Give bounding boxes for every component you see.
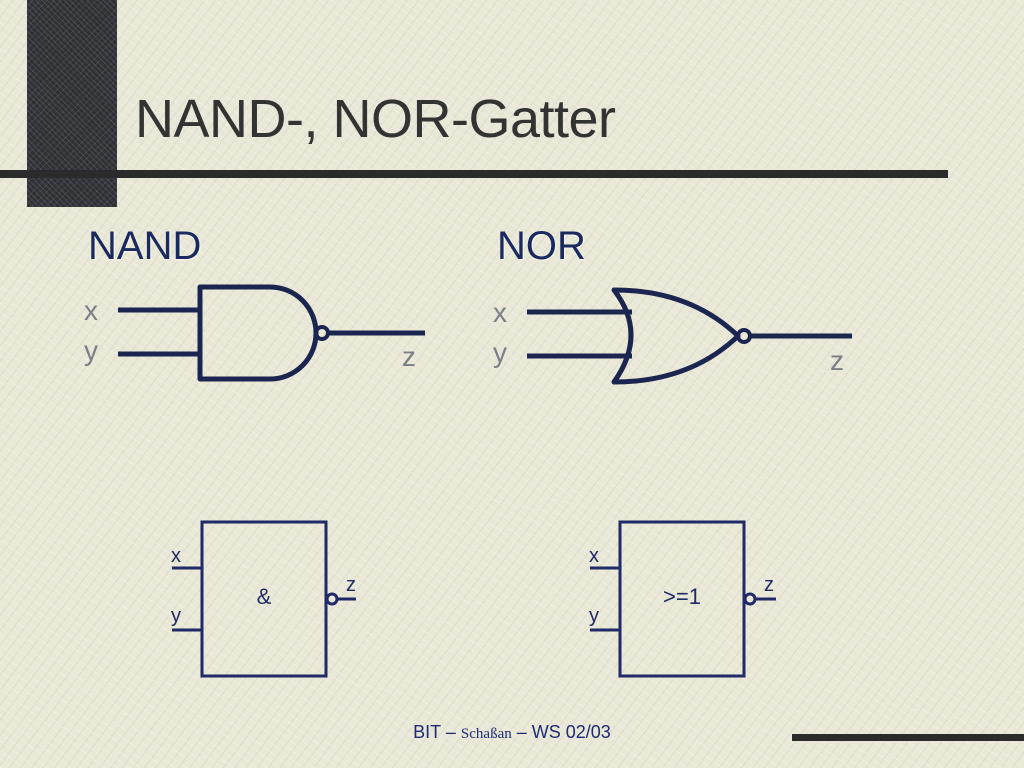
footer: BIT – Schaßan – WS 02/03 [0, 722, 1024, 743]
nor-box-operator: >=1 [663, 584, 701, 609]
footer-term: WS 02/03 [531, 722, 611, 742]
nor-box-input-y-label: y [589, 605, 599, 627]
nand-symbol-input-y-label: y [84, 335, 98, 366]
nand-symbol-input-x-label: x [84, 295, 98, 326]
footer-course: BIT [413, 722, 441, 742]
nand-gate-body [197, 284, 319, 382]
nor-symbol-input-y-label: y [493, 337, 507, 368]
nor-section-label: NOR [497, 224, 586, 268]
title-underline [0, 170, 948, 178]
footer-author: Schaßan [460, 726, 512, 742]
nand-box-inversion-bubble [325, 592, 339, 606]
nor-box-input-x-label: x [589, 545, 599, 567]
nor-inversion-bubble [736, 328, 752, 344]
nor-gate-body [611, 287, 741, 385]
nand-section-label: NAND [88, 224, 202, 268]
nor-iec-box [590, 520, 776, 678]
nand-symbol-output-label: z [402, 341, 416, 372]
nand-box-output-label: z [346, 574, 356, 596]
footer-separator-1: – [445, 722, 456, 742]
nand-box-operator: & [257, 584, 272, 609]
nand-box-input-x-label: x [171, 545, 181, 567]
nor-symbol-output-label: z [830, 345, 844, 376]
nor-ansi-symbol [527, 287, 852, 385]
page-title: NAND-, NOR-Gatter [135, 89, 616, 149]
nor-symbol-input-x-label: x [493, 297, 507, 328]
nor-box-output-label: z [764, 574, 774, 596]
footer-rule [792, 734, 1024, 741]
nand-ansi-symbol [118, 284, 425, 382]
nand-box-input-y-label: y [171, 605, 181, 627]
nor-box-inversion-bubble [743, 592, 757, 606]
footer-separator-2: – [516, 722, 527, 742]
nand-iec-box [172, 520, 356, 678]
nand-inversion-bubble [314, 325, 330, 341]
